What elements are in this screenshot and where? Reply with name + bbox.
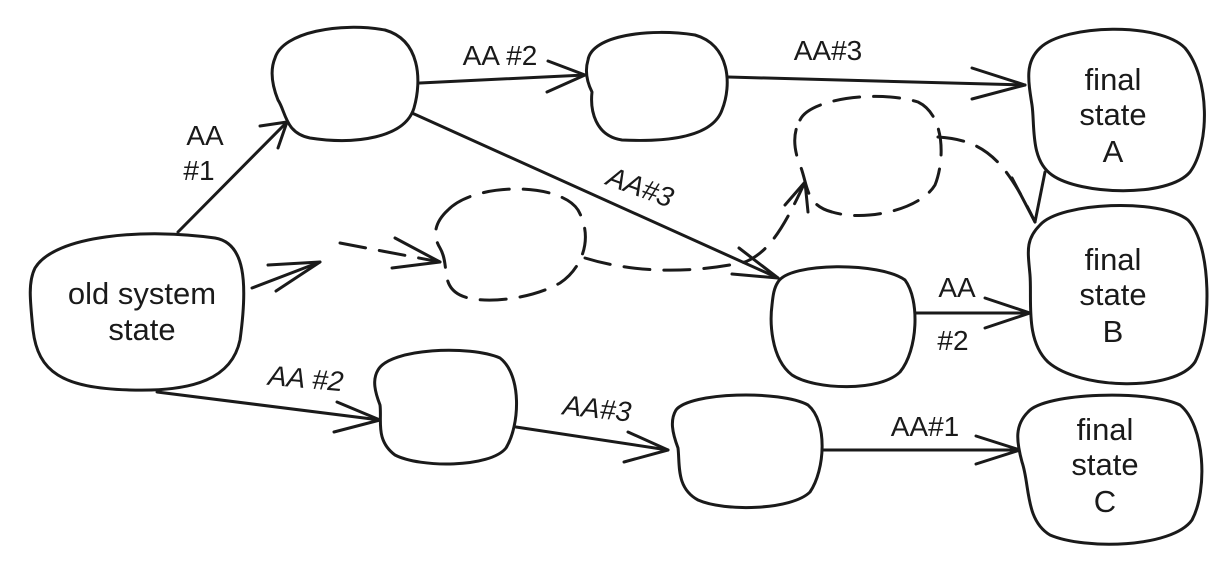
edge-label-aa1-line1: AA bbox=[186, 120, 224, 151]
edge-label-bottom2-final-c: AA#1 bbox=[891, 411, 960, 442]
node-labels: old system state final state A final sta… bbox=[68, 62, 1147, 519]
node-bottom1 bbox=[373, 348, 519, 466]
old-state-label-line2: state bbox=[108, 312, 175, 347]
node-bottom2 bbox=[670, 393, 824, 510]
arrowhead-top1-to-top2 bbox=[545, 59, 587, 94]
edge-label-top2-final-a: AA#3 bbox=[794, 35, 863, 66]
node-dashed-middle bbox=[434, 187, 587, 302]
final-b-label-line2: state bbox=[1079, 277, 1146, 312]
node-final-b bbox=[1026, 203, 1209, 386]
final-a-label-line2: state bbox=[1079, 97, 1146, 132]
arrowhead-dashed-to-mid-blob bbox=[390, 236, 442, 270]
arrowhead-old-to-dashed-stub bbox=[266, 260, 322, 293]
node-final-c bbox=[1016, 393, 1204, 546]
final-c-label-line2: state bbox=[1071, 447, 1138, 482]
node-dashed-upper bbox=[793, 94, 943, 217]
edge-label-top1-top2: AA #2 bbox=[463, 40, 538, 71]
edges bbox=[155, 59, 1047, 466]
node-old-system-state bbox=[28, 232, 246, 392]
edge-dashed-mid-to-upper bbox=[583, 180, 807, 272]
edge-label-mid-right-final-b-line2: #2 bbox=[937, 325, 968, 356]
edge-old-to-dashed-stub bbox=[250, 260, 322, 290]
edge-old-to-top1 bbox=[176, 120, 289, 234]
node-top1 bbox=[270, 25, 420, 142]
edge-label-top1-mid-right: AA#3 bbox=[601, 160, 678, 213]
final-b-label-line3: B bbox=[1103, 314, 1124, 349]
edge-label-aa1-line2: #1 bbox=[183, 155, 214, 186]
final-b-label-line1: final bbox=[1085, 242, 1142, 277]
edge-dashed-upper-to-final-b bbox=[936, 135, 1037, 224]
arrowhead-top2-to-final-a bbox=[970, 66, 1027, 101]
edge-bottom1-to-bottom2 bbox=[514, 425, 670, 452]
edge-label-bottom1-bottom2: AA#3 bbox=[559, 389, 633, 427]
node-final-a bbox=[1027, 27, 1206, 193]
nodes bbox=[28, 25, 1209, 546]
old-state-label-line1: old system bbox=[68, 276, 216, 311]
edge-top1-to-top2 bbox=[418, 73, 587, 85]
node-top2 bbox=[584, 30, 729, 142]
edge-dashed-to-mid-blob bbox=[338, 241, 442, 264]
final-a-label-line1: final bbox=[1085, 62, 1142, 97]
node-mid-right bbox=[769, 265, 917, 389]
edge-label-old-bottom1: AA #2 bbox=[265, 360, 345, 398]
final-a-label-line3: A bbox=[1103, 134, 1124, 169]
edge-top1-to-mid-right bbox=[410, 111, 780, 280]
arrowhead-bottom1-to-bottom2 bbox=[622, 430, 670, 464]
final-c-label-line1: final bbox=[1077, 412, 1134, 447]
edge-label-mid-right-final-b-line1: AA bbox=[938, 272, 976, 303]
arrowhead-dashed-upper-to-final-b bbox=[1010, 170, 1047, 224]
final-c-label-line3: C bbox=[1094, 484, 1116, 519]
edge-old-to-bottom1 bbox=[155, 390, 382, 422]
edge-top2-to-final-a bbox=[726, 75, 1027, 87]
arrowhead-top1-to-mid-right bbox=[730, 246, 780, 280]
